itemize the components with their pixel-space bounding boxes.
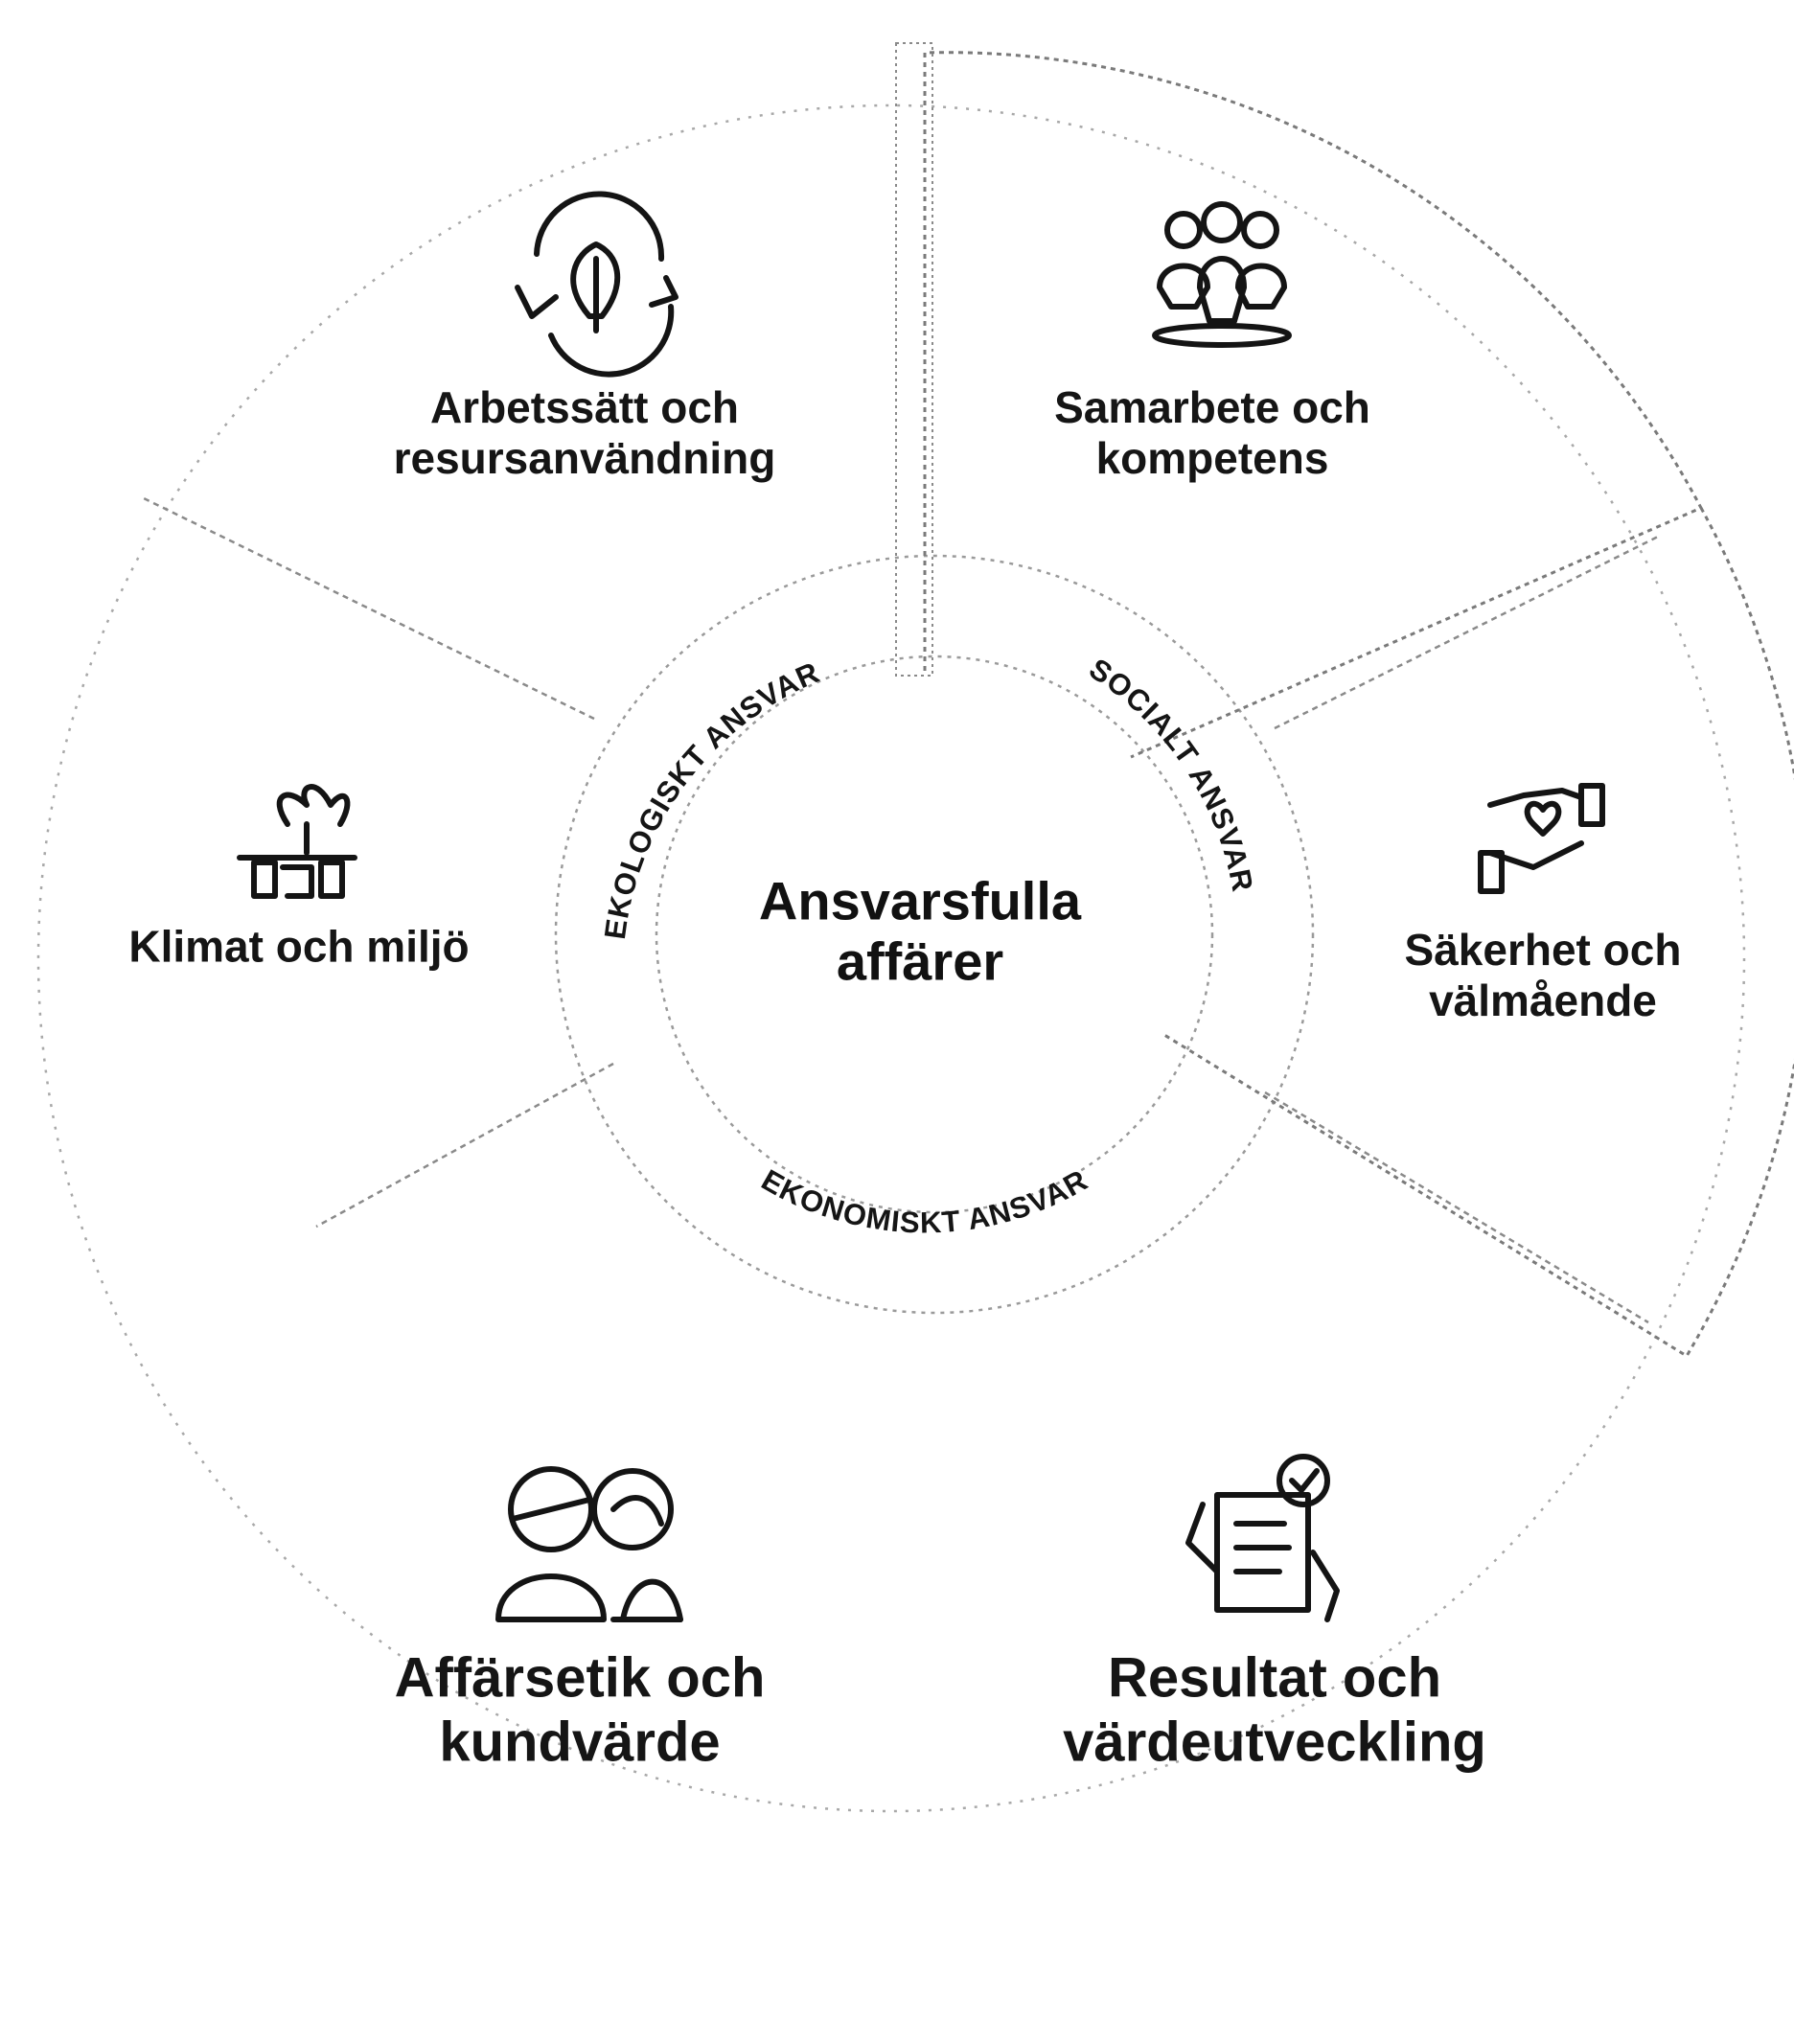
recycle-leaf-icon [515, 191, 678, 378]
segment-samarbete: Samarbete och kompetens [1054, 382, 1370, 484]
segment-arbetssatt-line2: resursanvändning [393, 433, 776, 483]
segment-sakerhet: Säkerhet och välmående [1405, 925, 1682, 1026]
center-title: Ansvarsfulla affärer [759, 871, 1081, 991]
divider-left-lower [315, 1062, 614, 1229]
divider-right-lower [1264, 1091, 1649, 1324]
inner-ring-outer [554, 554, 1315, 1315]
social-sector-border [923, 51, 1704, 759]
segment-klimat-line1: Klimat och miljö [128, 921, 470, 972]
top-divider-band [895, 42, 933, 677]
segment-arbetssatt: Arbetssätt och resursanvändning [394, 382, 776, 484]
team-people-icon [1152, 201, 1292, 348]
social-sector-edge [1163, 507, 1794, 1359]
segment-samarbete-line2: kompetens [1095, 433, 1329, 483]
segment-sakerhet-line2: välmående [1429, 976, 1657, 1025]
inner-ring-inner [655, 655, 1214, 1214]
segment-resultat-line2: värdeutveckling [1063, 1711, 1486, 1773]
economic-responsibility-label: EKONOMISKT ANSVAR [756, 1162, 1093, 1239]
segment-arbetssatt-line1: Arbetssätt och [429, 382, 740, 433]
divider-right-upper [1274, 535, 1659, 730]
segment-affarsetik-line2: kundvärde [439, 1711, 721, 1773]
segment-resultat-line1: Resultat och [1107, 1646, 1442, 1710]
plant-hands-icon [237, 784, 357, 899]
segment-affarsetik-line1: Affärsetik och [394, 1646, 766, 1710]
hands-heart-icon [1478, 783, 1605, 894]
segment-affarsetik: Affärsetik och kundvärde [395, 1646, 766, 1774]
center-title-line1: Ansvarsfulla [758, 870, 1082, 931]
segment-sakerhet-line1: Säkerhet och [1404, 925, 1682, 976]
segment-resultat: Resultat och värdeutveckling [1063, 1646, 1486, 1774]
center-title-line2: affärer [836, 930, 1004, 991]
segment-samarbete-line1: Samarbete och [1054, 382, 1370, 433]
social-responsibility-label: SOCIALT ANSVAR [1083, 652, 1259, 895]
two-people-icon [495, 1466, 683, 1622]
divider-left-upper [143, 496, 595, 721]
segment-klimat: Klimat och miljö [128, 922, 469, 973]
outer-circle [36, 103, 1746, 1813]
checklist-hand-icon [1185, 1454, 1340, 1622]
